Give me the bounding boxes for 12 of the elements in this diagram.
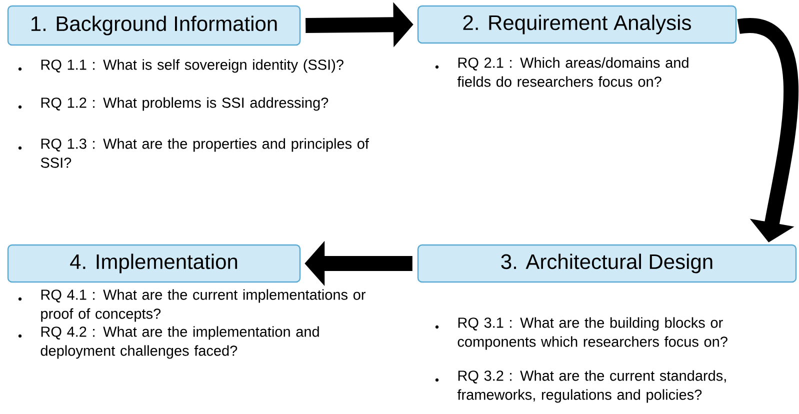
title-box: 4. Implementation bbox=[7, 244, 301, 283]
bullet-item: RQ 2.1 : Which areas/domains and fields do researchers focus on? bbox=[435, 57, 688, 87]
bullet-item: RQ 3.1 : What are the building blocks or components which researchers focus on? bbox=[435, 317, 728, 350]
bullet-item: RQ 4.2 : What are the implementation and deployment challenges faced? bbox=[18, 326, 319, 359]
title-box: 2. Requirement Analysis bbox=[417, 5, 737, 44]
title-box: 1. Background Information bbox=[7, 5, 301, 46]
bullet-item: RQ 1.1 : What is self sovereign identity (SSI)? bbox=[18, 59, 344, 73]
bullet-item: RQ 4.1 : What are the current implementations or proof of concepts? bbox=[18, 289, 366, 322]
title-box: 3. Architectural Design bbox=[417, 244, 797, 283]
bullet-item: RQ 1.2 : What problems is SSI addressing? bbox=[18, 97, 328, 111]
bullet-item: RQ 1.3 : What are the properties and principles of SSI? bbox=[18, 138, 369, 168]
bullet-item: RQ 3.2 : What are the current standards, frameworks, regulations and policies? bbox=[435, 370, 726, 403]
